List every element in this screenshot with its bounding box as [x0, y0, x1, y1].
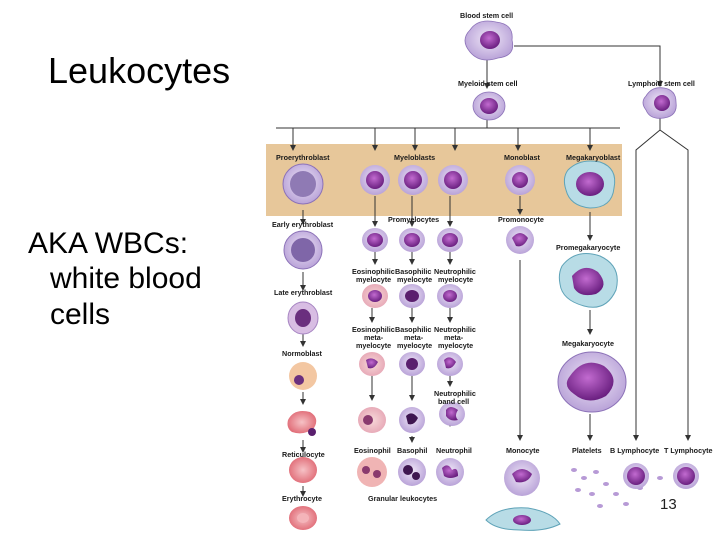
label-neut-band-1: Neutrophilic	[434, 389, 476, 398]
label-neut-myelocyte-1: Neutrophilic	[434, 267, 476, 276]
label-early-erythroblast: Early erythroblast	[272, 220, 334, 229]
body-line-1: AKA WBCs:	[28, 227, 189, 260]
eosinophil-cell	[357, 457, 387, 487]
label-promegakaryocyte: Promegakaryocyte	[556, 243, 620, 252]
label-late-erythroblast: Late erythroblast	[274, 288, 333, 297]
myeloblast-cell-2	[398, 165, 428, 195]
label-baso-meta-2: meta-	[404, 333, 424, 342]
label-neutrophil: Neutrophil	[436, 446, 472, 455]
label-neut-myelocyte-2: myelocyte	[438, 275, 473, 284]
lymphoid-stem-cell	[642, 87, 677, 119]
label-blood-stem-cell: Blood stem cell	[460, 11, 513, 20]
reticulocyte-cell	[287, 411, 317, 436]
basophilic-myelocyte-cell	[399, 284, 425, 308]
monocyte-cell	[504, 460, 540, 496]
label-granular-leukocytes: Granular leukocytes	[368, 494, 437, 503]
label-neut-meta-2: meta-	[444, 333, 464, 342]
label-megakaryoblast: Megakaryoblast	[566, 153, 621, 162]
slide-title: Leukocytes	[48, 50, 231, 91]
reticulocyte-cell-2	[289, 457, 317, 483]
basophil-cell	[398, 458, 426, 486]
label-promyelocytes: Promyelocytes	[388, 215, 439, 224]
neutrophilic-myelocyte-cell	[437, 284, 463, 308]
label-b-lymphocyte: B Lymphocyte	[610, 446, 659, 455]
label-normoblast: Normoblast	[282, 349, 323, 358]
myeloid-stem-cell	[472, 91, 506, 121]
label-basophil: Basophil	[397, 446, 427, 455]
label-baso-myelocyte-1: Basophilic	[395, 267, 431, 276]
label-baso-myelocyte-2: myelocyte	[397, 275, 432, 284]
basophil-mid-cell	[399, 407, 425, 433]
monoblast-cell	[505, 165, 535, 195]
blood-stem-cell	[464, 20, 514, 61]
promyelocyte-3	[437, 228, 463, 252]
neutrophilic-band-cell	[439, 402, 465, 426]
label-baso-meta-1: Basophilic	[395, 325, 431, 334]
basophilic-metamyelocyte-cell	[399, 352, 425, 376]
slide-body: AKA WBCs: white blood cells	[28, 226, 202, 332]
body-line-3: cells	[50, 297, 111, 331]
proerythroblast-cell	[282, 163, 324, 205]
label-eos-myelocyte-1: Eosinophilic	[352, 267, 395, 276]
label-megakaryocyte: Megakaryocyte	[562, 339, 614, 348]
promegakaryocyte-cell	[558, 253, 618, 308]
page-number: 13	[660, 496, 677, 513]
label-reticulocyte: Reticulocyte	[282, 450, 325, 459]
neutrophilic-metamyelocyte-cell	[437, 352, 463, 376]
late-erythroblast-cell	[287, 301, 319, 335]
body-line-2: white blood	[50, 262, 202, 296]
connector-lines	[276, 45, 691, 497]
label-myeloid-stem-cell: Myeloid stem cell	[458, 79, 518, 88]
label-eos-meta-2: meta-	[364, 333, 384, 342]
early-erythroblast-cell	[283, 230, 323, 270]
label-proerythroblast: Proerythroblast	[276, 153, 330, 162]
myeloblast-cell-1	[360, 165, 390, 195]
label-baso-meta-3: myelocyte	[397, 341, 432, 350]
label-lymphoid-stem-cell: Lymphoid stem cell	[628, 79, 695, 88]
label-eos-myelocyte-2: myelocyte	[356, 275, 391, 284]
label-neut-meta-1: Neutrophilic	[434, 325, 476, 334]
platelets-group	[571, 468, 663, 508]
promyelocyte-1	[362, 228, 388, 252]
promyelocyte-2	[399, 228, 425, 252]
normoblast-cell	[289, 362, 317, 390]
label-monocyte: Monocyte	[506, 446, 540, 455]
eosinophil-mid-cell	[358, 407, 386, 433]
label-eosinophil: Eosinophil	[354, 446, 391, 455]
label-eos-meta-1: Eosinophilic	[352, 325, 395, 334]
megakaryocyte-cell	[557, 351, 627, 413]
label-monoblast: Monoblast	[504, 153, 541, 162]
myeloblast-cell-3	[438, 165, 468, 195]
erythrocyte-cell	[289, 506, 317, 530]
label-myeloblasts: Myeloblasts	[394, 153, 435, 162]
eosinophilic-myelocyte-cell	[362, 284, 388, 308]
macrophage-cell	[485, 507, 561, 531]
label-t-lymphocyte: T Lymphocyte	[664, 446, 712, 455]
label-promonocyte: Promonocyte	[498, 215, 544, 224]
label-eos-meta-3: myelocyte	[356, 341, 391, 350]
promonocyte-cell	[506, 226, 534, 254]
label-neut-meta-3: myelocyte	[438, 341, 473, 350]
label-erythrocyte: Erythrocyte	[282, 494, 322, 503]
eosinophilic-metamyelocyte-cell	[359, 352, 385, 376]
t-lymphocyte-cell	[673, 463, 699, 489]
neutrophil-cell	[436, 458, 464, 486]
megakaryoblast-cell	[563, 160, 616, 209]
b-lymphocyte-cell	[623, 463, 649, 489]
label-platelets: Platelets	[572, 446, 602, 455]
label-neut-band-2: band cell	[438, 397, 469, 406]
